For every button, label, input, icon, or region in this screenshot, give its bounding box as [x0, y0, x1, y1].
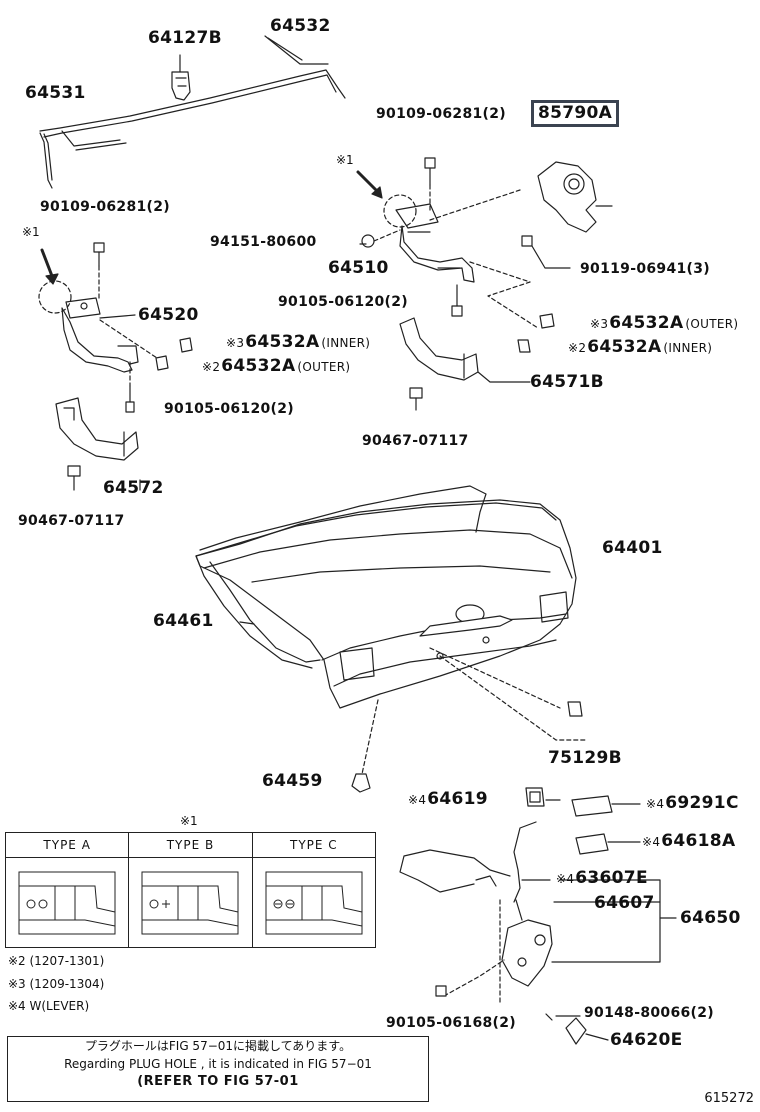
note-mark-4: ※4 W(LEVER)	[8, 999, 90, 1013]
bumper-64459	[351, 773, 371, 793]
qualifier: (OUTER)	[297, 360, 351, 374]
mark-2: ※2	[202, 360, 221, 374]
rod-clip-64127B	[171, 54, 191, 101]
label-64532A-outer-left: ※264532A(OUTER)	[202, 358, 350, 375]
label-64510: 64510	[328, 258, 389, 278]
mark-3: ※3	[590, 317, 609, 331]
label-64461: 64461	[153, 611, 214, 631]
bracket-69291C	[571, 795, 613, 817]
mark-1-right: ※1	[336, 153, 354, 167]
bolt-90109-06281-left	[93, 242, 105, 267]
trunk-lid-64401	[195, 499, 577, 709]
mark-4: ※4	[646, 797, 665, 811]
label-64520: 64520	[138, 305, 199, 325]
striker-64620E	[565, 1017, 587, 1045]
torsion-rod-64531	[39, 130, 127, 189]
bolt-90119-06941	[521, 235, 533, 247]
label-90105-06168: 90105-06168(2)	[386, 1015, 516, 1031]
qualifier: (INNER)	[321, 336, 371, 350]
actuator-85790A	[537, 161, 613, 233]
label-64619: ※464619	[408, 791, 488, 808]
lever-cover-64619	[525, 787, 545, 807]
clip-90467-07117-mid	[409, 387, 423, 411]
type-a-header: TYPE A	[4, 832, 130, 858]
label-64532A-inner-right: ※264532A(INNER)	[568, 339, 712, 356]
label-90105-06120-mid: 90105-06120(2)	[278, 294, 408, 310]
type-table-caption: ※1	[180, 814, 198, 828]
part-number: 69291C	[665, 793, 739, 813]
label-90109-06281-top: 90109-06281(2)	[376, 106, 506, 122]
label-64459: 64459	[262, 771, 323, 791]
label-85790A: 85790A	[531, 100, 620, 127]
label-63607E: ※463607E	[556, 870, 648, 887]
mark-2: ※2	[568, 341, 587, 355]
label-90467-07117-mid: 90467-07117	[362, 433, 469, 449]
label-64532: 64532	[270, 16, 331, 36]
label-64620E: 64620E	[610, 1030, 683, 1050]
bolt-90109-06281-top	[424, 157, 436, 186]
note-mark-3: ※3 (1209-1304)	[8, 977, 105, 991]
mark-1-left: ※1	[22, 225, 40, 239]
weatherstrip-64461	[195, 485, 487, 669]
torsion-rod-64532	[39, 35, 346, 138]
part-number: 63607E	[575, 868, 648, 888]
label-64607: 64607	[594, 893, 655, 913]
label-64650: 64650	[680, 908, 741, 928]
part-number: 64618A	[661, 831, 736, 851]
part-number: 64532A	[221, 356, 296, 376]
label-64401: 64401	[602, 538, 663, 558]
clip-90467-07117-left	[67, 465, 81, 491]
label-90105-06120-left: 90105-06120(2)	[164, 401, 294, 417]
label-90119-06941: 90119-06941(3)	[580, 261, 710, 277]
bolt-90105-06168	[435, 985, 447, 997]
bolt-90105-06120-mid	[451, 284, 463, 317]
plug-hole-type-table: TYPE A TYPE B TYPE C	[4, 832, 377, 948]
label-64531: 64531	[25, 83, 86, 103]
label-94151-80600: 94151-80600	[210, 234, 317, 250]
reference-en: Regarding PLUG HOLE , it is indicated in…	[64, 1057, 372, 1071]
label-64571B: 64571B	[530, 372, 604, 392]
bracket-64571B	[399, 317, 479, 381]
type-c-header: TYPE C	[251, 832, 377, 858]
label-90109-06281-left: 90109-06281(2)	[40, 199, 170, 215]
type-b-drawing	[128, 857, 253, 948]
label-90467-07117-left: 90467-07117	[18, 513, 125, 529]
hinge-64510	[395, 203, 475, 283]
label-64127B: 64127B	[148, 28, 222, 48]
note-mark-2: ※2 (1207-1301)	[8, 954, 105, 968]
mark-3: ※3	[226, 336, 245, 350]
part-number: 64532A	[587, 337, 662, 357]
bracket-64618A	[575, 833, 609, 855]
cable-63607E	[399, 821, 537, 903]
reference-box: プラグホールはFIG 57−01に掲載してあります。 Regarding PLU…	[7, 1036, 429, 1102]
qualifier: (INNER)	[663, 341, 713, 355]
reference-refer: (REFER TO FIG 57-01	[137, 1074, 299, 1089]
part-number: 64532A	[245, 332, 320, 352]
type-b-header: TYPE B	[128, 832, 253, 858]
bracket-64572	[55, 397, 139, 461]
label-69291C: ※469291C	[646, 795, 739, 812]
type-a-drawing	[4, 857, 130, 948]
grommet-75129B	[567, 701, 583, 717]
mark-4: ※4	[556, 872, 575, 886]
part-number: 64532A	[609, 313, 684, 333]
label-90148-80066: 90148-80066(2)	[584, 1005, 714, 1021]
label-64532A-inner-left: ※364532A(INNER)	[226, 334, 370, 351]
label-64532A-outer-right: ※364532A(OUTER)	[590, 315, 738, 332]
reference-jp: プラグホールはFIG 57−01に掲載してあります。	[84, 1039, 352, 1053]
label-64618A: ※464618A	[642, 833, 735, 850]
mark-4: ※4	[408, 793, 427, 807]
label-64572: 64572	[103, 478, 164, 498]
bolt-90105-06120-left	[125, 385, 135, 413]
mark-4: ※4	[642, 835, 661, 849]
figure-number: 615272	[704, 1091, 754, 1106]
lock-64607	[501, 899, 553, 987]
part-number: 64619	[427, 789, 488, 809]
label-75129B: 75129B	[548, 748, 622, 768]
hinge-64520	[61, 297, 139, 373]
type-c-drawing	[251, 857, 377, 948]
qualifier: (OUTER)	[685, 317, 739, 331]
